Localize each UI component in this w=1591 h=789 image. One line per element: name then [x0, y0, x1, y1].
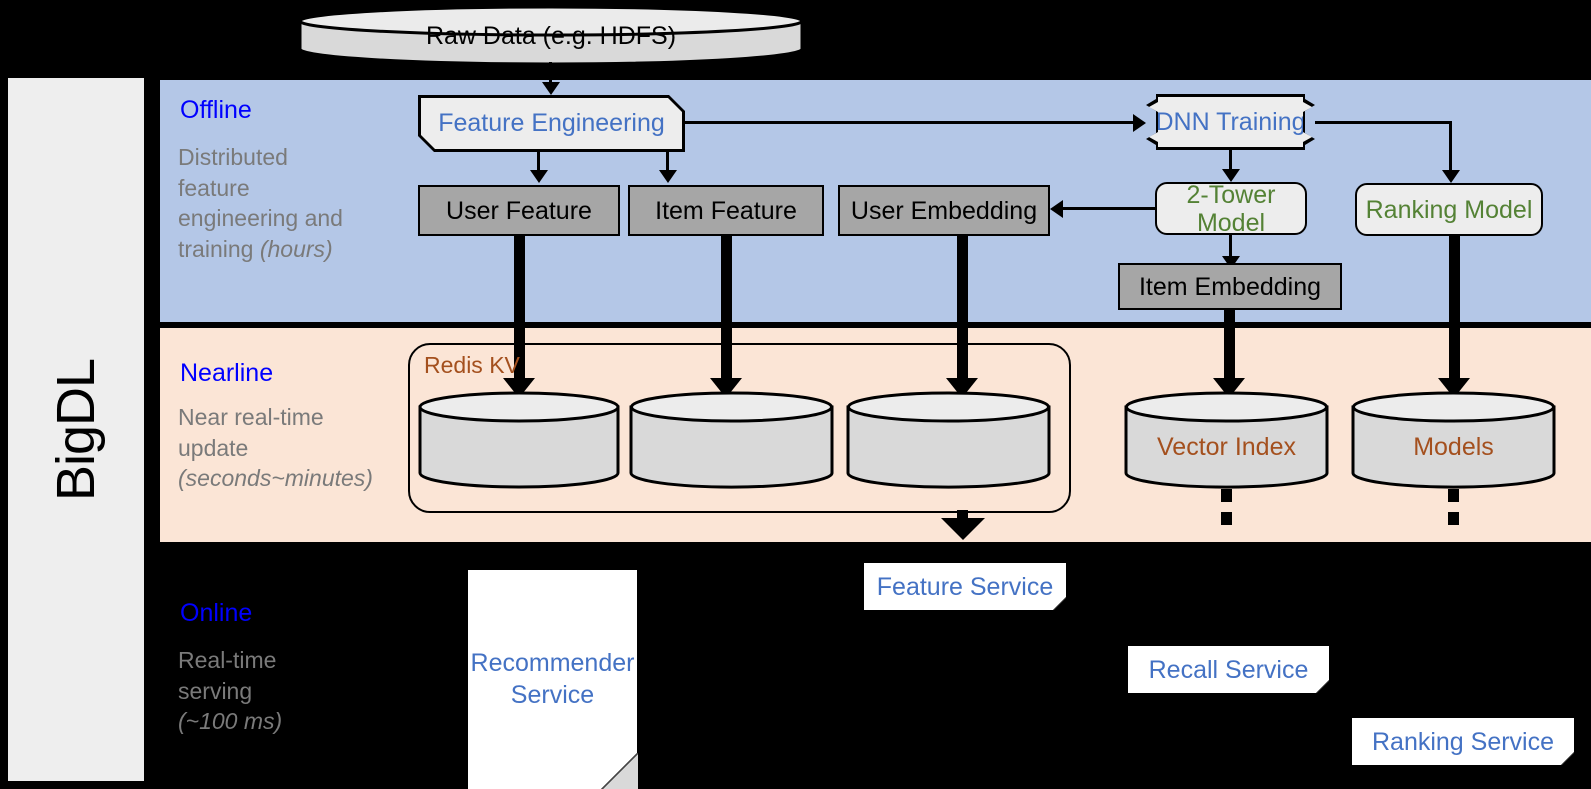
feature-engineering-node[interactable]: Feature Engineering — [418, 95, 685, 152]
user-embedding-label: User Embedding — [850, 196, 1038, 225]
conn-fe-dnn-arrow — [1133, 114, 1146, 132]
conn-models-stub-2 — [1448, 512, 1459, 525]
conn-vectorindex-stub-2 — [1221, 512, 1232, 525]
feature-engineering-body: Feature Engineering — [421, 98, 682, 149]
online-sub-italic: (~100 ms) — [178, 708, 283, 735]
ranking-service-label: Ranking Service — [1371, 727, 1555, 756]
two-tower-model-node[interactable]: 2-Tower Model — [1155, 180, 1307, 237]
item-feature-node[interactable]: Item Feature — [628, 185, 824, 236]
offline-title: Offline — [180, 96, 252, 124]
offline-sub-l3: engineering and — [178, 205, 343, 232]
conn-fe-itemfeature-line — [666, 152, 669, 172]
nearline-title: Nearline — [180, 359, 274, 387]
offline-sub-italic: (hours) — [259, 235, 333, 262]
pipe-itemfeature — [721, 236, 732, 386]
offline-sub-l2: feature — [178, 174, 250, 201]
conn-rawdata-fe-arrow — [542, 82, 560, 95]
conn-fe-userfeature-line — [537, 152, 540, 172]
conn-fe-dnn-line — [685, 121, 1133, 124]
offline-subtitle: Distributed feature engineering and trai… — [178, 142, 393, 264]
user-embedding-store-cylinder[interactable] — [845, 390, 1052, 490]
conn-twotower-userembedding-line — [1063, 207, 1155, 210]
conn-twotower-userembedding-arrow — [1050, 200, 1063, 218]
item-feature-store-cylinder[interactable] — [628, 390, 835, 490]
redis-kv-label: Redis KV — [424, 352, 520, 378]
pipe-userfeature — [514, 236, 525, 386]
pipe-userembedding — [957, 236, 968, 386]
online-subtitle: Real-time serving (~100 ms) — [178, 645, 393, 737]
conn-fe-itemfeature-arrow — [659, 170, 677, 183]
nearline-sub-l2: update — [178, 434, 249, 461]
conn-redis-featureservice-arrow — [941, 518, 985, 540]
recall-service-node[interactable]: Recall Service — [1128, 646, 1329, 693]
conn-fe-userfeature-arrow — [530, 170, 548, 183]
recommender-service-l2: Service — [510, 680, 595, 709]
conn-dnn-ranking-arrow — [1442, 170, 1460, 183]
conn-rawdata-fe-line — [549, 62, 552, 86]
conn-dnn-ranking-v — [1449, 121, 1452, 172]
online-sub-l2: serving — [178, 677, 253, 704]
bigdl-label: BigDL — [46, 358, 107, 501]
raw-data-cylinder[interactable]: Raw Data (e.g. HDFS) — [297, 4, 805, 66]
conn-redis-featureservice-stub — [957, 510, 968, 523]
ranking-model-node[interactable]: Ranking Model — [1355, 183, 1543, 236]
nearline-sub-italic: (seconds~minutes) — [178, 465, 373, 492]
user-feature-node[interactable]: User Feature — [418, 185, 620, 236]
item-embedding-label: Item Embedding — [1138, 272, 1322, 301]
feature-service-label: Feature Service — [876, 572, 1054, 601]
online-title: Online — [180, 599, 253, 627]
nearline-subtitle: Near real-time update (seconds~minutes) — [178, 402, 408, 494]
dnn-training-node[interactable]: DNN Training — [1146, 94, 1315, 150]
vector-index-cylinder[interactable]: Vector Index — [1123, 390, 1330, 490]
user-feature-label: User Feature — [446, 196, 592, 225]
feature-engineering-label: Feature Engineering — [438, 109, 665, 137]
dnn-training-label: DNN Training — [1155, 107, 1306, 136]
recall-service-label: Recall Service — [1148, 655, 1309, 684]
item-feature-label: Item Feature — [655, 196, 797, 225]
user-feature-store-cylinder[interactable] — [417, 390, 621, 490]
conn-models-stub-1 — [1448, 489, 1459, 502]
ranking-model-label: Ranking Model — [1365, 195, 1533, 224]
item-embedding-node[interactable]: Item Embedding — [1118, 263, 1342, 310]
nearline-sub-l1: Near real-time — [178, 404, 324, 430]
models-cylinder[interactable]: Models — [1350, 390, 1557, 490]
redis-kv-container[interactable] — [408, 343, 1071, 513]
recommender-service-l1: Recommender — [470, 649, 635, 678]
recommender-service-node[interactable]: Recommender Service — [468, 570, 637, 789]
conn-twotower-itememb-line — [1229, 235, 1232, 259]
feature-service-node[interactable]: Feature Service — [864, 563, 1066, 610]
conn-dnn-ranking-h — [1315, 121, 1452, 124]
offline-sub-l4: training — [178, 235, 260, 262]
dnn-training-body: DNN Training — [1149, 97, 1312, 147]
pipe-rankingmodel — [1449, 236, 1460, 386]
pipe-itemembedding — [1224, 310, 1235, 386]
conn-vectorindex-stub-1 — [1221, 489, 1232, 502]
offline-sub-l1: Distributed — [178, 144, 288, 170]
ranking-service-node[interactable]: Ranking Service — [1352, 718, 1574, 765]
two-tower-model-label: 2-Tower Model — [1186, 180, 1276, 237]
conn-dnn-twotower-line — [1229, 150, 1232, 171]
online-sub-l1: Real-time — [178, 647, 277, 673]
bigdl-rail: BigDL — [8, 78, 144, 781]
recommender-service-label: Recommender Service — [471, 648, 635, 711]
conn-dnn-twotower-arrow — [1222, 169, 1240, 182]
user-embedding-node[interactable]: User Embedding — [838, 185, 1050, 236]
